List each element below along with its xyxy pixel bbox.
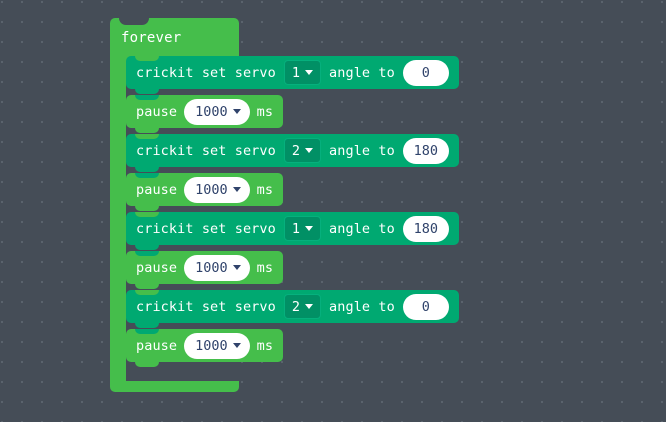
angle-value: 180: [413, 142, 439, 159]
pause-duration-dropdown[interactable]: 1000: [184, 254, 250, 281]
crickit-set-servo-block[interactable]: crickit set servo 1 angle to 0: [126, 56, 459, 94]
block-label-ms: ms: [256, 103, 274, 120]
angle-value-field[interactable]: 180: [402, 215, 449, 242]
forever-block-label: forever: [121, 30, 182, 46]
servo-number-dropdown[interactable]: 1: [283, 216, 322, 241]
servo-number-dropdown[interactable]: 1: [283, 60, 322, 85]
angle-value-field[interactable]: 0: [402, 293, 449, 320]
block-label-angle-to: angle to: [329, 142, 395, 159]
block-label-prefix: crickit set servo: [136, 220, 276, 237]
block-label-ms: ms: [256, 259, 274, 276]
angle-value: 0: [421, 298, 430, 315]
servo-number-value: 1: [291, 64, 301, 81]
servo-number-dropdown[interactable]: 2: [283, 294, 322, 319]
block-bottom-bump: [135, 89, 159, 94]
block-bottom-bump: [135, 206, 159, 211]
block-bottom-bump: [135, 167, 159, 172]
block-bottom-bump: [135, 323, 159, 328]
angle-value: 180: [413, 220, 439, 237]
pause-duration-value: 1000: [195, 103, 228, 120]
block-bottom-bump: [135, 362, 159, 367]
block-bottom-bump: [135, 284, 159, 289]
servo-number-dropdown[interactable]: 2: [283, 138, 322, 163]
block-top-notch: [135, 212, 159, 217]
block-label-prefix: crickit set servo: [136, 298, 276, 315]
crickit-set-servo-block[interactable]: crickit set servo 1 angle to 180: [126, 212, 459, 250]
block-label-ms: ms: [256, 181, 274, 198]
chevron-down-icon: [305, 226, 314, 231]
block-label-angle-to: angle to: [329, 298, 395, 315]
angle-value-field[interactable]: 0: [402, 59, 449, 86]
angle-value-field[interactable]: 180: [402, 137, 449, 164]
pause-duration-dropdown[interactable]: 1000: [184, 176, 250, 203]
crickit-set-servo-block[interactable]: crickit set servo 2 angle to 180: [126, 134, 459, 172]
pause-block[interactable]: pause 1000 ms: [126, 251, 284, 289]
chevron-down-icon: [232, 265, 241, 270]
pause-block[interactable]: pause 1000 ms: [126, 329, 284, 367]
block-label-prefix: crickit set servo: [136, 64, 276, 81]
block-label-prefix: crickit set servo: [136, 142, 276, 159]
servo-number-value: 2: [291, 298, 301, 315]
angle-value: 0: [421, 64, 430, 81]
block-label-pause: pause: [136, 259, 178, 276]
block-label-angle-to: angle to: [329, 220, 395, 237]
pause-duration-value: 1000: [195, 181, 228, 198]
pause-duration-value: 1000: [195, 259, 228, 276]
block-top-notch: [135, 134, 159, 139]
chevron-down-icon: [305, 70, 314, 75]
statement-stack: crickit set servo 1 angle to 0 pause 100…: [126, 56, 459, 368]
chevron-down-icon: [232, 343, 241, 348]
block-top-notch: [135, 56, 159, 61]
chevron-down-icon: [232, 187, 241, 192]
crickit-set-servo-block[interactable]: crickit set servo 2 angle to 0: [126, 290, 459, 328]
block-top-notch: [135, 329, 159, 334]
chevron-down-icon: [305, 148, 314, 153]
block-label-pause: pause: [136, 181, 178, 198]
chevron-down-icon: [232, 109, 241, 114]
block-top-notch: [119, 18, 149, 25]
block-top-notch: [135, 290, 159, 295]
chevron-down-icon: [305, 304, 314, 309]
block-label-pause: pause: [136, 337, 178, 354]
block-label-ms: ms: [256, 337, 274, 354]
servo-number-value: 1: [291, 220, 301, 237]
pause-duration-dropdown[interactable]: 1000: [184, 98, 250, 125]
block-bottom-bump: [135, 128, 159, 133]
block-top-notch: [135, 95, 159, 100]
block-label-angle-to: angle to: [329, 64, 395, 81]
block-top-notch: [135, 173, 159, 178]
pause-duration-value: 1000: [195, 337, 228, 354]
servo-number-value: 2: [291, 142, 301, 159]
block-label-pause: pause: [136, 103, 178, 120]
block-bottom-bump: [135, 245, 159, 250]
block-top-notch: [135, 251, 159, 256]
pause-block[interactable]: pause 1000 ms: [126, 173, 284, 211]
pause-duration-dropdown[interactable]: 1000: [184, 332, 250, 359]
pause-block[interactable]: pause 1000 ms: [126, 95, 284, 133]
